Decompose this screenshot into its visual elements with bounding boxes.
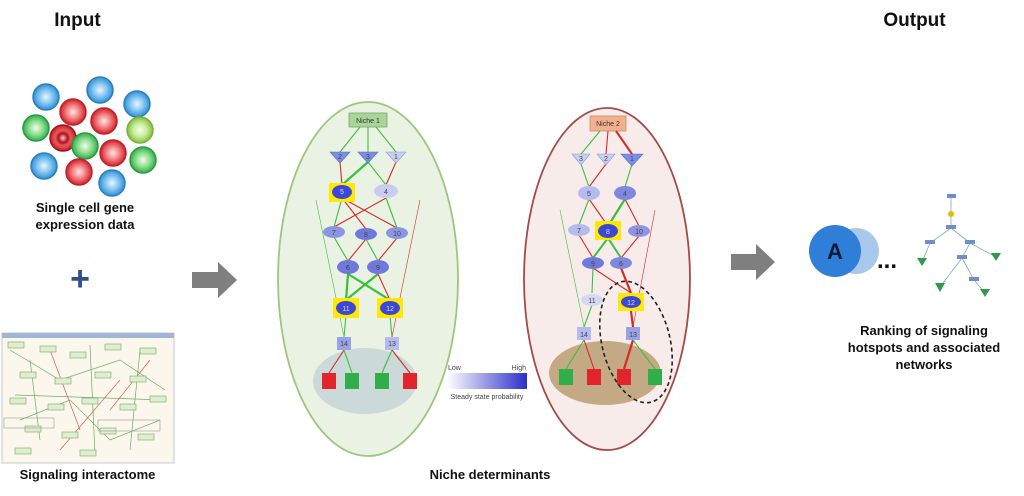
input-heading: Input xyxy=(54,10,101,31)
svg-text:7: 7 xyxy=(577,228,581,235)
svg-text:3: 3 xyxy=(366,154,370,161)
output-heading: Output xyxy=(883,10,946,31)
svg-text:2: 2 xyxy=(338,154,342,161)
svg-text:1: 1 xyxy=(630,156,634,163)
svg-text:8: 8 xyxy=(606,229,610,236)
niche1-network: Niche 1 xyxy=(277,101,459,457)
svg-text:11: 11 xyxy=(342,306,349,313)
svg-text:5: 5 xyxy=(587,191,591,198)
svg-text:11: 11 xyxy=(588,298,595,305)
svg-text:2: 2 xyxy=(604,156,608,163)
arrow-to-output xyxy=(731,244,775,280)
svg-text:3: 3 xyxy=(579,156,583,163)
svg-text:14: 14 xyxy=(580,332,588,339)
niche1-label: Niche 1 xyxy=(356,118,380,125)
output-graphic: A ... xyxy=(809,194,1001,297)
legend-caption: Steady state probability xyxy=(451,394,524,401)
svg-text:9: 9 xyxy=(376,265,380,272)
svg-text:9: 9 xyxy=(591,261,595,268)
single-cell-cluster xyxy=(22,76,157,197)
arrow-to-niches xyxy=(192,262,237,298)
svg-text:8: 8 xyxy=(364,232,368,239)
svg-text:4: 4 xyxy=(384,189,388,196)
niche-determinants-caption: Niche determinants xyxy=(429,467,551,482)
svg-text:7: 7 xyxy=(332,230,336,237)
ranking-caption: Ranking of signaling hotspots and associ… xyxy=(847,323,1001,372)
niche2-label: Niche 2 xyxy=(596,121,620,128)
svg-text:1: 1 xyxy=(394,154,398,161)
svg-text:10: 10 xyxy=(635,229,643,236)
svg-text:14: 14 xyxy=(340,341,348,348)
plus-symbol: + xyxy=(70,260,90,298)
svg-text:13: 13 xyxy=(629,332,637,339)
svg-text:13: 13 xyxy=(388,341,396,348)
legend-low: Low xyxy=(448,365,462,372)
single-cell-caption: Single cell gene expression data xyxy=(35,200,135,232)
legend-high: High xyxy=(512,365,527,372)
svg-text:10: 10 xyxy=(393,231,401,238)
niche2-network: Niche 2 xyxy=(523,107,691,451)
interactome-thumbnail xyxy=(1,332,175,464)
svg-text:12: 12 xyxy=(627,300,635,307)
output-node-letter: A xyxy=(827,239,843,264)
svg-text:4: 4 xyxy=(623,191,627,198)
output-ellipsis: ... xyxy=(877,247,897,274)
svg-text:6: 6 xyxy=(346,265,350,272)
svg-text:12: 12 xyxy=(386,306,394,313)
interactome-caption: Signaling interactome xyxy=(19,467,156,482)
svg-text:6: 6 xyxy=(619,261,623,268)
probability-legend: Low High Steady state probability xyxy=(447,365,527,401)
svg-text:5: 5 xyxy=(340,189,344,196)
